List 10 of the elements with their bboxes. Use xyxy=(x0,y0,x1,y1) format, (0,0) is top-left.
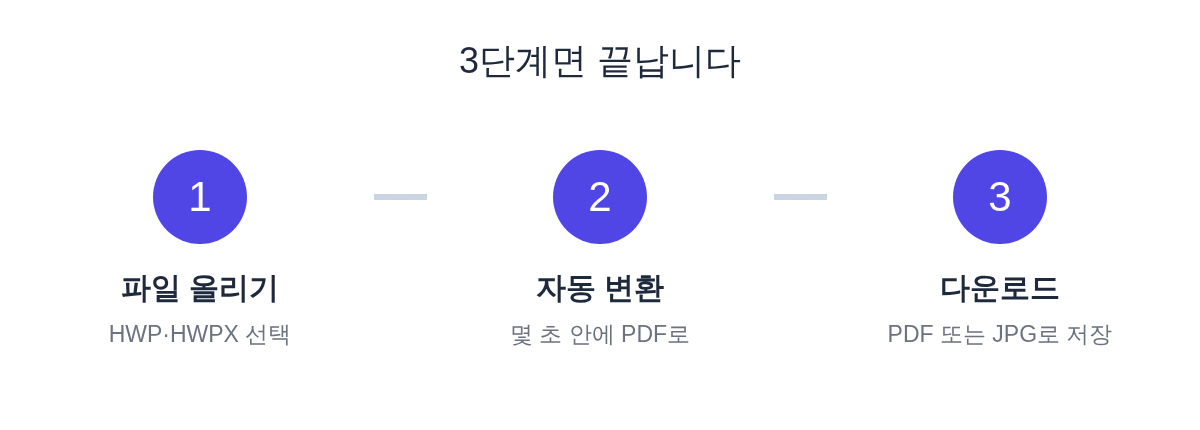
step-number: 2 xyxy=(553,150,647,244)
step-title: 자동 변환 xyxy=(535,270,665,306)
title: 3단계면 끝납니다 xyxy=(459,39,741,83)
step-title: 다운로드 xyxy=(940,270,1060,306)
step-title: 파일 올리기 xyxy=(120,270,280,306)
step-number: 1 xyxy=(153,150,247,244)
step-description: PDF 또는 JPG로 저장 xyxy=(887,320,1113,349)
step-number: 3 xyxy=(953,150,1047,244)
step-description: HWP·HWPX 선택 xyxy=(108,320,292,349)
step-description: 몇 초 안에 PDF로 xyxy=(509,320,691,349)
